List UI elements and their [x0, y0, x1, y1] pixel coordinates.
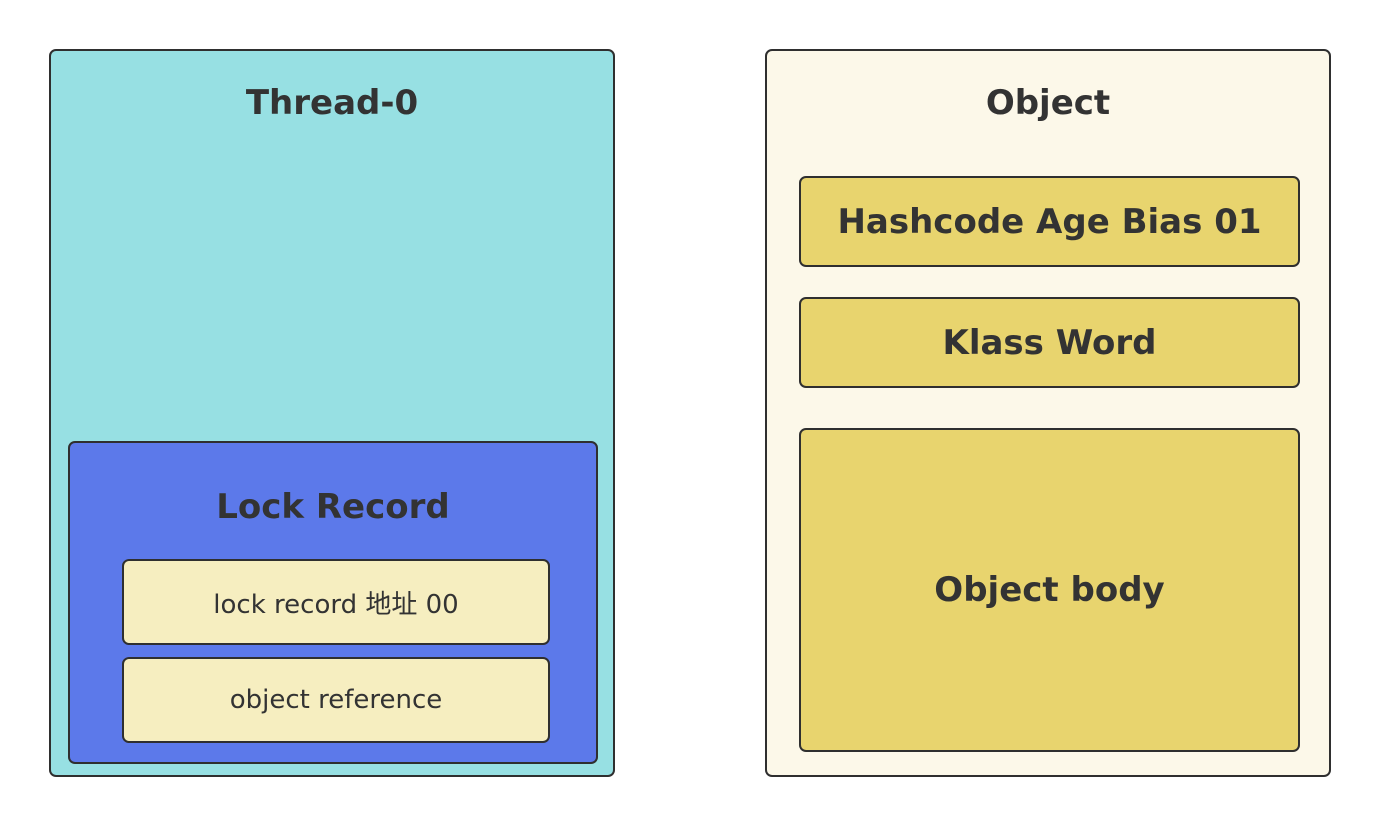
object-reference-cell: object reference [122, 657, 550, 743]
klass-word-label: Klass Word [942, 322, 1157, 363]
object-panel: Object Hashcode Age Bias 01 Klass Word O… [765, 49, 1331, 777]
lock-record-address-cell: lock record 地址 00 [122, 559, 550, 645]
lock-record-box: Lock Record lock record 地址 00 object ref… [68, 441, 598, 764]
mark-word-label: Hashcode Age Bias 01 [837, 201, 1262, 242]
lock-record-address-label: lock record 地址 00 [213, 589, 459, 620]
thread-title: Thread-0 [245, 83, 419, 123]
mark-word-cell: Hashcode Age Bias 01 [799, 176, 1300, 267]
object-body-cell: Object body [799, 428, 1300, 752]
klass-word-cell: Klass Word [799, 297, 1300, 388]
object-title: Object [985, 83, 1111, 123]
thread-panel: Thread-0 Lock Record lock record 地址 00 o… [49, 49, 615, 777]
object-body-label: Object body [934, 570, 1165, 610]
lock-record-title: Lock Record [216, 487, 450, 527]
object-reference-label: object reference [229, 685, 443, 715]
